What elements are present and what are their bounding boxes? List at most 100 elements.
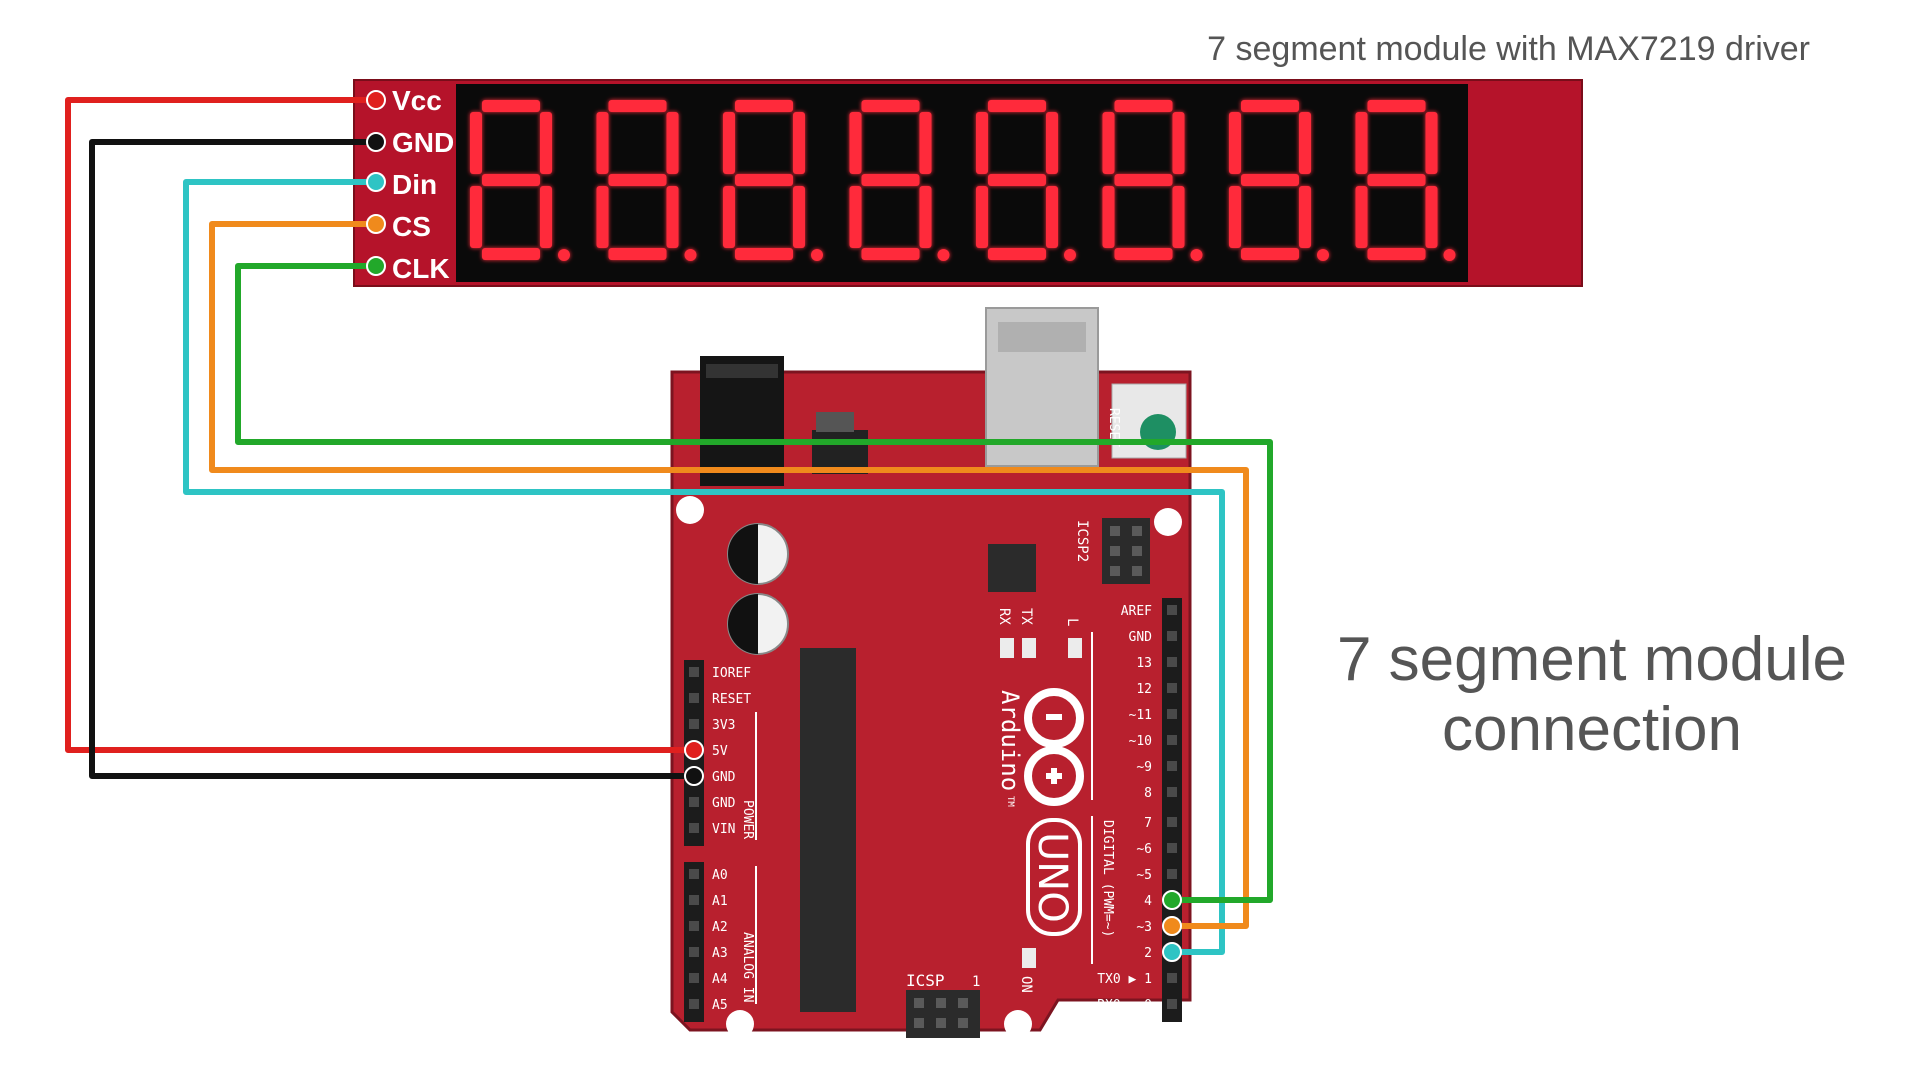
wire-din — [183, 179, 1225, 955]
segment-d — [988, 248, 1046, 260]
icsp2-header — [1102, 518, 1150, 584]
header-pin — [1167, 999, 1177, 1009]
segment-d — [482, 248, 540, 260]
header-pin — [1167, 761, 1177, 771]
segment-e — [470, 186, 482, 248]
gnd-board-pin-dot — [684, 766, 704, 786]
segment-c — [1046, 186, 1058, 248]
logo-right-ring — [1024, 746, 1084, 806]
segment-e — [1229, 186, 1241, 248]
header-pin — [689, 947, 699, 957]
pin-label: A1 — [712, 894, 728, 909]
icsp-pin — [914, 1018, 924, 1028]
mounting-hole-1 — [676, 496, 704, 524]
header-pin — [689, 719, 699, 729]
clk-module-pin-dot — [366, 256, 386, 276]
5v-board-pin-dot — [684, 740, 704, 760]
segment-b — [919, 112, 932, 174]
segment-a — [1241, 100, 1299, 112]
segment-a — [861, 100, 920, 112]
icsp-header — [906, 990, 980, 1038]
segment-e — [976, 186, 988, 248]
pin-label-gnd: GND — [392, 127, 454, 158]
segment-a — [482, 100, 540, 112]
pin-label: GND — [712, 770, 736, 785]
segment-a — [988, 100, 1046, 112]
wires — [65, 97, 1273, 955]
pin-label: ~5 — [1136, 868, 1152, 883]
icsp-pin — [1132, 526, 1142, 536]
pin-label: RX0 ◀ 0 — [1097, 998, 1152, 1013]
uno-badge — [1026, 818, 1082, 936]
pin-label: A4 — [712, 972, 728, 987]
header-pin — [689, 693, 699, 703]
power-group-label: POWER — [740, 800, 755, 839]
segment-f — [1355, 112, 1368, 174]
mounting-hole-3 — [726, 1010, 754, 1038]
header-pin — [1167, 973, 1177, 983]
mounting-hole-4 — [1004, 1010, 1032, 1038]
header-pin — [689, 823, 699, 833]
digit-8 — [1355, 100, 1456, 261]
pin-label: GND — [712, 796, 736, 811]
segment-b — [1172, 112, 1185, 174]
segment-c — [540, 186, 552, 248]
icsp-pin — [1132, 566, 1142, 576]
segment-g — [482, 174, 540, 186]
segment-d — [735, 248, 793, 260]
segment-b — [1046, 112, 1058, 174]
pin-label: 12 — [1136, 682, 1152, 697]
module-header-text: 7 segment module with MAX7219 driver — [1207, 30, 1810, 68]
header-pin — [689, 973, 699, 983]
segment-c — [1425, 186, 1438, 248]
cs-module-pin-dot — [366, 214, 386, 234]
segment-f — [976, 112, 988, 174]
pin-label: A5 — [712, 998, 728, 1013]
analog-header-strip — [684, 862, 704, 1022]
icsp-pin — [958, 998, 968, 1008]
segment-d — [1367, 248, 1426, 260]
icsp2-pins — [1110, 526, 1142, 576]
caption-line-1: 7 segment module — [1337, 625, 1847, 694]
segment-c — [666, 186, 679, 248]
pin-label: 2 — [1144, 946, 1152, 961]
logo-plus-icon-v — [1051, 768, 1057, 784]
pin-label: ~10 — [1129, 734, 1152, 749]
segment-g — [1367, 174, 1426, 186]
wire-vcc — [65, 97, 694, 753]
digit-4 — [849, 100, 950, 261]
pin-label: GND — [1129, 630, 1153, 645]
segment-a — [608, 100, 667, 112]
header-pin — [689, 667, 699, 677]
decimal-point — [1064, 249, 1076, 261]
capacitor-2-band — [728, 594, 758, 654]
header-pin — [1167, 869, 1177, 879]
regulator-tab — [816, 412, 854, 432]
segment-b — [793, 112, 805, 174]
pin-label-cs: CS — [392, 211, 431, 242]
segment-a — [1367, 100, 1426, 112]
segment-c — [1299, 186, 1311, 248]
wire-clk — [235, 263, 1273, 903]
pin-label: A0 — [712, 868, 728, 883]
header-pin — [1167, 709, 1177, 719]
reset-label: RESET — [1106, 408, 1121, 447]
arduino-uno-board: RESET ICSP2 ICSP 1 RX TX L ON — [670, 307, 1192, 1038]
icsp-pin — [936, 998, 946, 1008]
icsp-pins — [914, 998, 968, 1028]
segment-g — [1114, 174, 1173, 186]
dc-jack-top — [706, 364, 778, 378]
arduino-logo: Arduino TM UNO — [996, 688, 1084, 936]
pin-label: IOREF — [712, 666, 751, 681]
segment-e — [1355, 186, 1368, 248]
rx-label: RX — [996, 608, 1012, 625]
pin-label: VIN — [712, 822, 735, 837]
segment-c — [1172, 186, 1185, 248]
pin-label: TX0 ▶ 1 — [1097, 972, 1152, 987]
decimal-point — [811, 249, 823, 261]
pin-label: A2 — [712, 920, 728, 935]
decimal-point — [1190, 249, 1203, 261]
board-headers: IOREFRESET3V35VGNDGNDVINA0A1A2A3A4A5AREF… — [684, 526, 1182, 1028]
